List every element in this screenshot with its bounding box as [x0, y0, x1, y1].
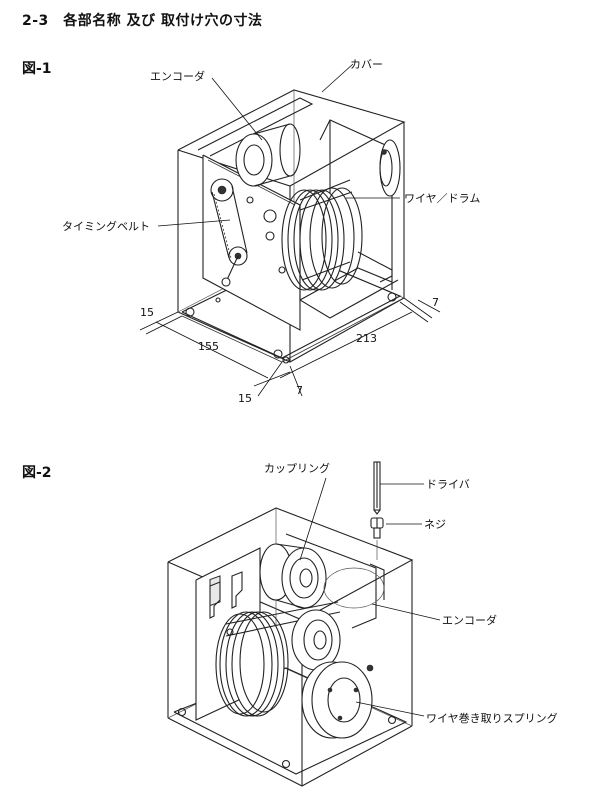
dim-7-right: 7 — [432, 296, 439, 309]
screw-part — [370, 517, 384, 560]
spring-fig2 — [301, 661, 374, 739]
wire-drum-fig1 — [281, 179, 363, 291]
label-encoder-fig2: エンコーダ — [442, 614, 497, 627]
figure-1-label: 図-1 — [22, 61, 52, 77]
label-screw: ネジ — [424, 518, 446, 531]
leader-lines-fig2 — [299, 477, 441, 717]
leader-lines-fig1 — [157, 63, 400, 227]
encoder-fig1 — [235, 123, 301, 187]
dim-7-bottom: 7 — [296, 384, 303, 397]
dim-213: 213 — [356, 332, 377, 345]
label-coupling: カップリング — [264, 462, 330, 475]
figure-2-label: 図-2 — [22, 465, 52, 481]
dim-15-left: 15 — [140, 306, 154, 319]
label-driver: ドライバ — [426, 478, 470, 491]
label-encoder-fig1: エンコーダ — [150, 70, 205, 83]
front-plate — [202, 154, 301, 331]
coupling-fig2 — [259, 543, 327, 609]
dimension-lines-fig1 — [139, 297, 441, 397]
label-wire-spring: ワイヤ巻き取りスプリング — [426, 712, 558, 725]
label-wire-drum: ワイヤ／ドラム — [404, 192, 481, 205]
label-timing-belt: タイミングベルト — [62, 220, 150, 233]
side-pulley — [379, 139, 401, 197]
section-title: 2-3 各部名称 及び 取付け穴の寸法 — [22, 13, 263, 29]
dim-155: 155 — [198, 340, 219, 353]
driver-tool — [373, 461, 381, 515]
label-cover: カバー — [350, 58, 383, 71]
right-plate-fig2 — [285, 533, 385, 629]
dim-15-bottom: 15 — [238, 392, 252, 405]
wire-drum-fig2 — [215, 601, 341, 717]
